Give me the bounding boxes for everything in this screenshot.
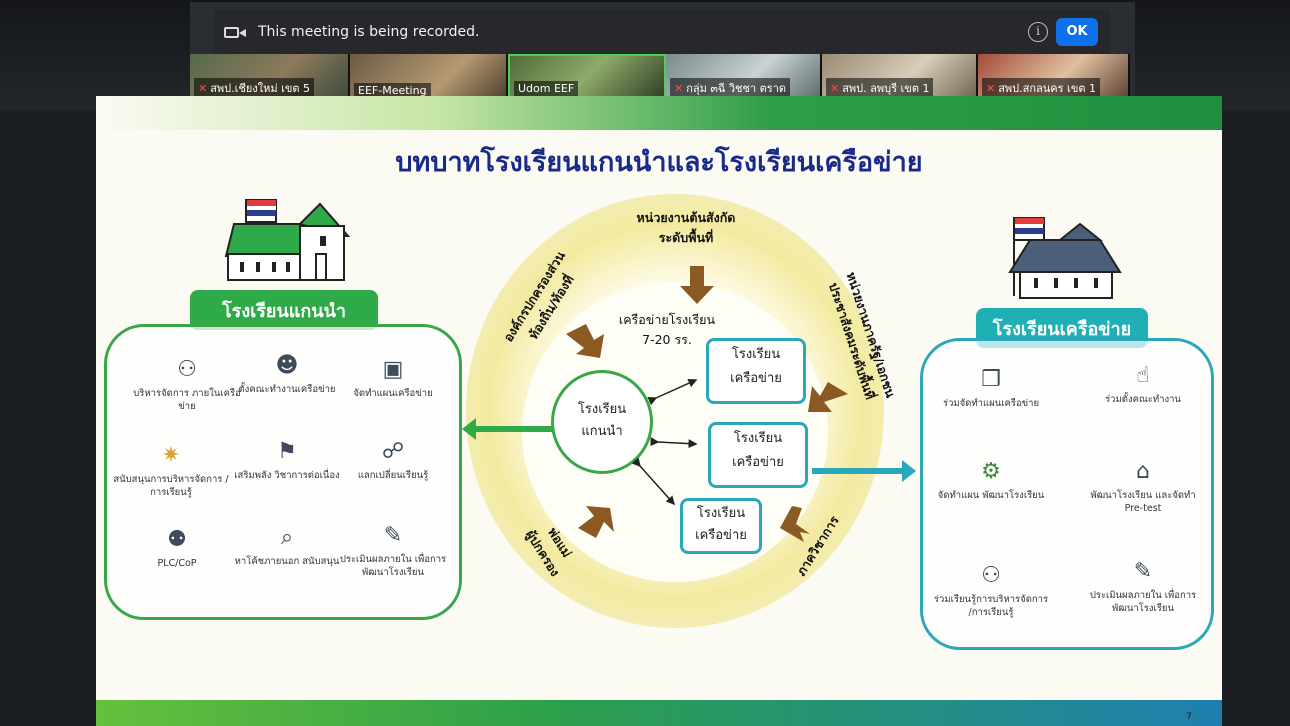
lead-school-house-icon <box>224 199 351 281</box>
hand-person-icon: ☻ <box>275 353 299 378</box>
house-board-icon: ⌂ <box>1136 459 1150 484</box>
network-school-panel: ❒ร่วมจัดทำแผนเครือข่าย ☝ร่วมตั้งคณะทำงาน… <box>920 338 1214 650</box>
slide-title: บทบาทโรงเรียนแกนนำและโรงเรียนเครือข่าย <box>395 147 923 178</box>
mic-muted-icon: ✕ <box>830 82 840 95</box>
network-school-house-icon <box>1008 217 1122 299</box>
network-school-node: โรงเรียน เครือข่าย <box>708 422 808 488</box>
participant-tile[interactable]: ✕สพป. ลพบุรี เขต 1 <box>822 54 978 100</box>
right-item: ✎ประเมินผลภายใน เพื่อการพัฒนาโรงเรียน <box>1089 559 1197 614</box>
participant-tiles: ✕สพป.เชียงใหม่ เขต 5 EEF-Meeting Udom EE… <box>190 54 1130 100</box>
participant-name: ✕สพป.สกลนคร เขต 1 <box>982 78 1100 98</box>
info-icon[interactable]: i <box>1028 22 1048 42</box>
left-item: ✷สนับสนุนการบริหารจัดการ /การเรียนรู้ <box>113 443 229 498</box>
group-learning-icon: ⚇ <box>981 563 1001 588</box>
mic-muted-icon: ✕ <box>986 82 996 95</box>
right-item: ⌂พัฒนาโรงเรียน และจัดทำ Pre-test <box>1090 459 1196 514</box>
recording-banner: This meeting is being recorded. i OK <box>214 10 1110 54</box>
slide-top-bar <box>96 96 1222 130</box>
label-district-office: หน่วยงานต้นสังกัด ระดับพื้นที่ <box>636 210 736 245</box>
right-item: ❒ร่วมจัดทำแผนเครือข่าย <box>942 367 1040 409</box>
left-item: ⚇บริหารจัดการ ภายในเครือข่าย <box>133 357 241 412</box>
slide-page-number: 7 <box>1186 712 1192 722</box>
participant-name: Udom EEF <box>514 81 579 96</box>
lead-school-node: โรงเรียน แกนนำ <box>551 370 653 474</box>
search-icon: ⌕ <box>280 525 294 550</box>
participant-tile[interactable]: ✕สพป.เชียงใหม่ เขต 5 <box>190 54 350 100</box>
slide-bottom-bar <box>96 700 1222 726</box>
left-item: ✎ประเมินผลภายใน เพื่อการพัฒนาโรงเรียน <box>339 523 447 578</box>
left-item: ⌕หาโค้ชภายนอก สนับสนุน <box>234 525 340 567</box>
participant-name: ✕สพป.เชียงใหม่ เขต 5 <box>194 78 314 98</box>
right-item: ⚙จัดทำแผน พัฒนาโรงเรียน <box>937 459 1045 501</box>
participant-name: ✕สพป. ลพบุรี เขต 1 <box>826 78 934 98</box>
mentor-icon: ⚑ <box>277 439 297 464</box>
presentation-icon: ▣ <box>382 357 404 382</box>
lead-school-heading: โรงเรียนแกนนำ <box>190 290 378 330</box>
plc-icon: ⚉ <box>167 527 187 552</box>
left-item: ⚉PLC/CoP <box>157 527 197 569</box>
video-camera-icon <box>224 24 250 40</box>
left-item: ☍แลกเปลี่ยนเรียนรู้ <box>357 439 429 481</box>
participant-tile[interactable]: EEF-Meeting <box>350 54 508 100</box>
recording-banner-text: This meeting is being recorded. <box>258 24 480 40</box>
mic-muted-icon: ✕ <box>198 82 208 95</box>
right-item: ⚇ร่วมเรียนรู้การบริหารจัดการ /การเรียนรู… <box>933 563 1049 618</box>
shared-slide: บทบาทโรงเรียนแกนนำและโรงเรียนเครือข่าย โ… <box>96 96 1222 726</box>
mic-muted-icon: ✕ <box>674 82 684 95</box>
participant-tile[interactable]: ✕สพป.สกลนคร เขต 1 <box>978 54 1130 100</box>
participant-tile[interactable]: ✕กลุ่ม ๓ฉี วิชชา ตราด <box>666 54 822 100</box>
diagram-arrows <box>462 266 916 542</box>
evaluation-icon: ✎ <box>383 523 403 548</box>
left-item: ☻ตั้งคณะทำงานเครือข่าย <box>238 353 336 395</box>
hand-team-icon: ☝ <box>1136 363 1150 388</box>
participant-name: ✕กลุ่ม ๓ฉี วิชชา ตราด <box>670 78 791 98</box>
lead-school-panel: ⚇บริหารจัดการ ภายในเครือข่าย ☻ตั้งคณะทำง… <box>104 324 462 620</box>
network-school-node: โรงเรียน เครือข่าย <box>706 338 806 404</box>
left-item: ⚑เสริมพลัง วิชาการต่อเนื่อง <box>234 439 340 481</box>
left-item: ▣จัดทำแผนเครือข่าย <box>353 357 433 399</box>
exchange-icon: ☍ <box>381 439 405 464</box>
gear-house-icon: ⚙ <box>981 459 1001 484</box>
book-icon: ❒ <box>981 367 1001 392</box>
participant-tile-active[interactable]: Udom EEF <box>508 54 666 100</box>
label-school-network: เครือข่ายโรงเรียน 7-20 รร. <box>618 312 716 347</box>
right-item: ☝ร่วมตั้งคณะทำงาน <box>1105 363 1181 405</box>
team-meeting-icon: ⚇ <box>177 357 197 382</box>
ok-button[interactable]: OK <box>1056 18 1098 46</box>
lightbulb-icon: ✷ <box>161 443 181 468</box>
network-school-node: โรงเรียน เครือข่าย <box>680 498 762 554</box>
evaluation-icon: ✎ <box>1133 559 1153 584</box>
participant-name: EEF-Meeting <box>354 83 431 98</box>
